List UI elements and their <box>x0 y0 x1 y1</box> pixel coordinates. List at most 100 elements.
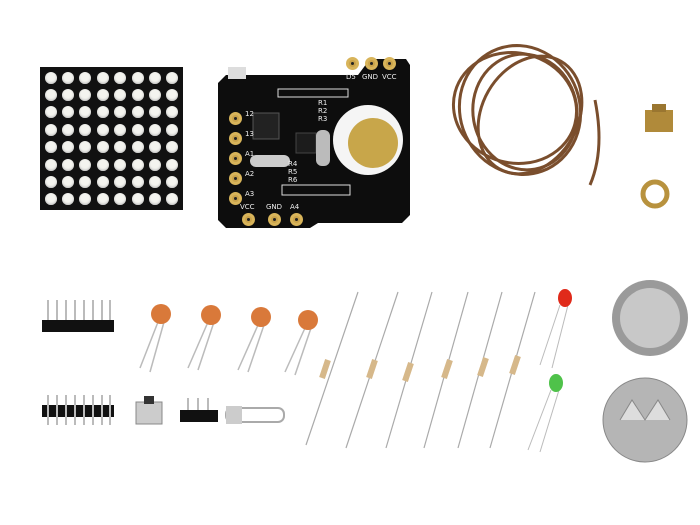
pcb-board <box>218 59 410 228</box>
led-dot <box>96 106 109 119</box>
led-dot <box>166 106 179 119</box>
led-red <box>539 289 572 369</box>
safety-pin <box>225 406 285 424</box>
jump-ring <box>640 179 670 209</box>
led-dot <box>62 141 75 154</box>
led-dot <box>148 158 161 171</box>
led-dot <box>79 175 92 188</box>
led-dot <box>62 158 75 171</box>
led-dot <box>79 158 92 171</box>
pcb-labels: D5 GND VCC 12 13 A1 A2 A3 VCC GND A4 R1 … <box>218 55 410 228</box>
tact-switch <box>135 396 163 425</box>
led-dot <box>148 71 161 84</box>
led-dot <box>131 106 144 119</box>
pcb-label: 12 <box>245 110 254 118</box>
pcb-label: GND <box>266 203 283 211</box>
led-dot <box>166 71 179 84</box>
led-dot <box>44 193 57 206</box>
led-dot <box>96 193 109 206</box>
led-dot <box>79 141 92 154</box>
led-dot <box>79 193 92 206</box>
led-dot <box>114 158 127 171</box>
led-dot <box>79 71 92 84</box>
led-dot <box>148 89 161 102</box>
led-dot <box>44 175 57 188</box>
led-dot <box>96 158 109 171</box>
pcb-label: R2 <box>318 107 328 115</box>
led-dot <box>44 141 57 154</box>
led-dot <box>166 89 179 102</box>
led-dot <box>62 71 75 84</box>
led-green <box>527 374 563 453</box>
led-dot <box>131 175 144 188</box>
led-dot <box>114 175 127 188</box>
battery-holder <box>602 377 688 463</box>
led-dot <box>114 123 127 136</box>
led-dot <box>131 141 144 154</box>
pcb-label: A4 <box>290 203 300 211</box>
led-dot <box>166 193 179 206</box>
led-dot <box>96 71 109 84</box>
led-dot <box>96 175 109 188</box>
led-dot <box>79 106 92 119</box>
led-dot <box>79 89 92 102</box>
led-dot <box>44 71 57 84</box>
led-dot <box>44 123 57 136</box>
led-dot <box>166 123 179 136</box>
led-dot <box>96 141 109 154</box>
header-pins-straight <box>42 300 114 332</box>
led-dot <box>96 89 109 102</box>
pcb-label: R6 <box>288 176 298 184</box>
led-dot <box>148 141 161 154</box>
ceramic-capacitors <box>139 304 318 376</box>
led-dot <box>79 123 92 136</box>
led-dot <box>131 193 144 206</box>
resistors <box>305 291 536 449</box>
led-dot <box>62 89 75 102</box>
crimp-clip <box>645 104 673 132</box>
led-dot <box>44 158 57 171</box>
pcb-label: A2 <box>245 170 255 178</box>
pcb-label: R1 <box>318 99 328 107</box>
led-dot <box>166 141 179 154</box>
led-dot <box>131 89 144 102</box>
led-dot <box>114 89 127 102</box>
pcb-label: VCC <box>240 203 255 211</box>
pcb-label: VCC <box>382 73 397 81</box>
led-dot <box>62 175 75 188</box>
leather-cord <box>451 44 601 186</box>
pcb-label: GND <box>362 73 379 81</box>
coin-cell-battery <box>612 280 688 356</box>
led-dot <box>166 175 179 188</box>
led-dot <box>44 106 57 119</box>
led-dot <box>44 89 57 102</box>
led-dot <box>148 175 161 188</box>
pcb-label: D5 <box>346 73 356 81</box>
usb-port <box>228 67 246 79</box>
pcb-label: A1 <box>245 150 255 158</box>
led-dot <box>131 123 144 136</box>
led-dot <box>62 123 75 136</box>
led-dot <box>62 106 75 119</box>
angled-header <box>180 398 218 422</box>
led-dot <box>96 123 109 136</box>
header-pins-male <box>42 395 114 425</box>
led-dot <box>148 123 161 136</box>
led-dot <box>148 193 161 206</box>
led-dot <box>166 158 179 171</box>
led-matrix <box>40 67 183 210</box>
pcb-label: A3 <box>245 190 255 198</box>
led-dot <box>62 193 75 206</box>
led-dot <box>114 193 127 206</box>
led-dot <box>114 106 127 119</box>
led-dot <box>131 71 144 84</box>
pcb-label: R5 <box>288 168 298 176</box>
led-dot <box>131 158 144 171</box>
pcb-label: R3 <box>318 115 328 123</box>
led-dot <box>148 106 161 119</box>
pcb-label: 13 <box>245 130 254 138</box>
led-dot <box>114 141 127 154</box>
pcb-label: R4 <box>288 160 298 168</box>
